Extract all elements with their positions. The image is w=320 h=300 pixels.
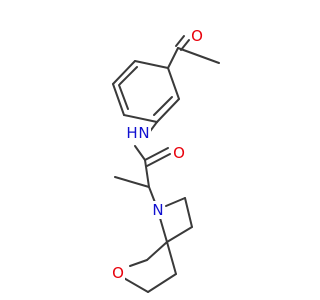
bond-ring-3 [123,114,158,123]
bond-ring-4 [112,83,125,116]
bond-ring-inner-2 [119,66,138,85]
bond-ketone-c-o-1 [175,35,185,47]
atom-o-amide: O [172,144,186,162]
bond-tetrahydrofuran-3 [147,273,177,293]
atom-h-amide-label: H [126,124,137,142]
atom-o-ring-label: O [112,264,124,282]
atom-n-ring-label: N [152,201,163,219]
bond-tetrahydrofuran-1 [129,259,148,267]
atom-o-ketone-label: O [191,27,203,45]
bond-ring-inner-1 [153,96,173,116]
bond-amide-c-o-2 [146,153,171,167]
bond-carbonyl-alpha [144,159,150,188]
bond-spiro-1 [146,241,168,261]
bond-ring-5 [112,60,136,85]
bond-amide-c-o-1 [144,147,169,161]
bond-ring-1 [167,67,180,100]
atom-n-ring: N [151,201,165,219]
bond-nitrogen-carbonyl [134,145,146,161]
atom-o-ketone: O [190,27,204,45]
bond-pyrrolidine-4 [159,217,168,243]
bond-pyrrolidine-3 [166,226,193,243]
bond-tetrahydrofuran-2 [121,276,149,293]
bond-ketone-c-o-2 [180,39,190,51]
bond-methyl-carbonyl [177,47,220,64]
molecule-structure: O H N O N O [111,27,220,293]
bond-pyrrolidine-1 [165,197,186,207]
atom-n-amide: H N [126,124,151,142]
bond-ring-inner-3 [118,84,129,110]
atom-n-amide-label: N [138,124,149,142]
bond-ring-6 [134,60,169,69]
atom-o-ring: O [111,264,125,282]
bond-pyrrolidine-2 [184,197,193,228]
bond-spiro-2 [166,241,177,275]
bond-ring-2 [156,98,180,123]
atom-o-amide-label: O [173,144,185,162]
bond-alpha-methyl [114,176,150,188]
bond-carbonyl-ring [167,47,179,69]
